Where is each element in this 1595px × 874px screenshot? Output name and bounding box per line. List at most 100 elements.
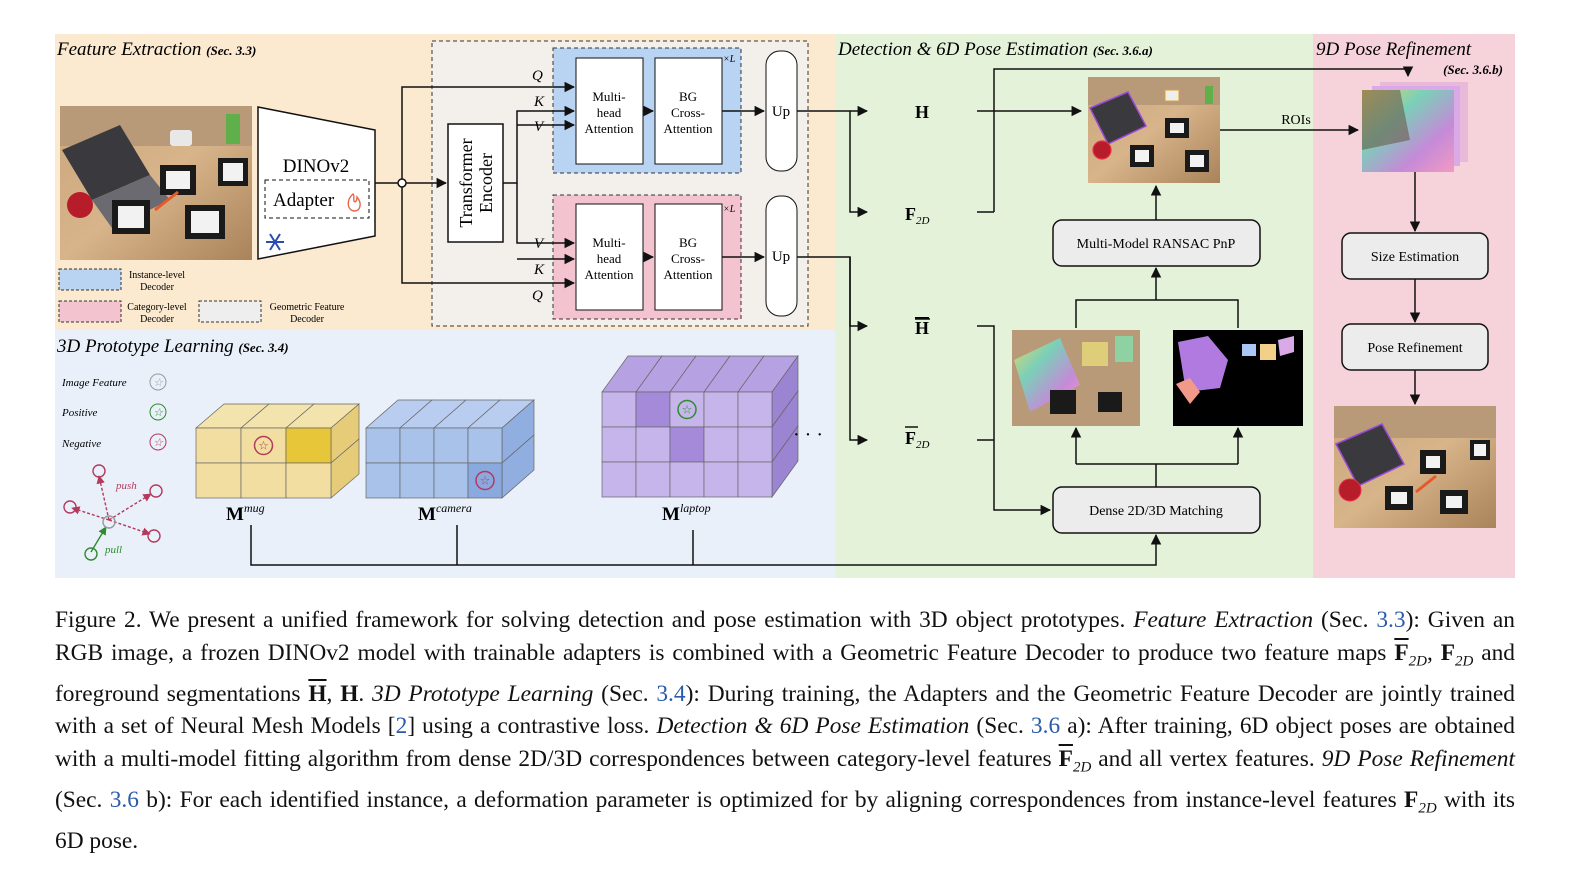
cube-front-cell <box>669 461 705 498</box>
cube-front-cell <box>285 427 332 464</box>
feature-marker-star: ☆ <box>480 474 491 488</box>
cube-front-cell <box>601 426 637 463</box>
svg-text:☆: ☆ <box>153 437 164 449</box>
svg-text:V: V <box>534 236 545 252</box>
category-up-label: Up <box>772 249 790 265</box>
cube-front-cell <box>433 427 469 464</box>
mug-prototype-label: Mmug <box>226 501 265 525</box>
feature-marker-star: ☆ <box>682 403 693 417</box>
segmentation-render-image <box>1173 330 1303 426</box>
prototype-learning-title: 3D Prototype Learning (Sec. 3.4) <box>56 336 289 357</box>
fbar2d-label: F2D <box>905 428 930 451</box>
svg-text:Q: Q <box>532 68 543 84</box>
f2d-label: F2D <box>905 204 930 227</box>
adapter-label: Adapter <box>273 190 335 211</box>
instance-mha-box <box>575 57 644 165</box>
cube-front-cell <box>365 427 401 464</box>
roi-stack-image <box>1362 82 1468 172</box>
nocs-render-image <box>1012 330 1140 426</box>
feature-connections <box>375 81 766 289</box>
ransac-pnp-label: Multi-Model RANSAC PnP <box>1077 237 1236 252</box>
cube-front-cell <box>601 461 637 498</box>
cube-front-cell <box>601 391 637 428</box>
refinement-title: 9D Pose Refinement <box>1316 39 1472 60</box>
feature-extraction-title: Feature Extraction (Sec. 3.3) <box>56 39 256 60</box>
svg-text:Negative: Negative <box>61 438 101 450</box>
snowflake-icon <box>266 233 284 251</box>
size-estimation-label: Size Estimation <box>1371 250 1459 265</box>
cube-front-cell <box>195 462 242 499</box>
category-up-block <box>765 195 798 317</box>
svg-text:Q: Q <box>532 288 543 304</box>
svg-text:K: K <box>533 94 545 110</box>
cube-front-cell <box>467 427 503 464</box>
category-mha-box <box>575 203 644 311</box>
ellipsis: · · · <box>793 424 823 446</box>
cube-front-cell <box>703 391 739 428</box>
cube-front-cell <box>737 426 773 463</box>
qkv-labels: Q K V V K Q <box>532 68 545 304</box>
cube-front-cell <box>240 462 287 499</box>
refinement-ref: (Sec. 3.6.b) <box>1443 62 1503 77</box>
instance-bg-box <box>654 57 723 165</box>
encoder-label: Encoder <box>476 153 496 213</box>
cube-front-cell <box>635 426 671 463</box>
svg-text:☆: ☆ <box>153 407 164 419</box>
push-label: push <box>115 480 137 492</box>
category-times-l: ×L <box>723 204 736 215</box>
laptop-prototype-label: Mlaptop <box>662 501 711 525</box>
svg-text:☆: ☆ <box>153 377 164 389</box>
cube-front-cell <box>635 461 671 498</box>
pose-refinement-label: Pose Refinement <box>1367 341 1462 356</box>
framework-diagram: Feature Extraction (Sec. 3.3) 3D Prototy… <box>55 34 1515 578</box>
cube-front-cell <box>195 427 242 464</box>
cube-front-cell <box>365 462 401 499</box>
cube-front-cell <box>467 462 503 499</box>
cube-front-cell <box>635 391 671 428</box>
feature-marker-icon <box>677 399 697 420</box>
adapter-box <box>264 179 370 219</box>
cube-front-cell <box>399 427 435 464</box>
instance-times-l: ×L <box>723 54 736 65</box>
laptop-prototype-cube: ☆ <box>601 354 799 499</box>
feature-marker-star: ☆ <box>258 439 269 453</box>
category-bg-box <box>654 203 723 311</box>
svg-text:V: V <box>534 119 545 135</box>
cube-front-cell <box>285 462 332 499</box>
final-result-image <box>1334 406 1496 528</box>
detection-title: Detection & 6D Pose Estimation (Sec. 3.6… <box>837 39 1153 60</box>
svg-text:Positive: Positive <box>61 407 98 419</box>
pull-label: pull <box>104 544 122 556</box>
cube-front-cell <box>669 426 705 463</box>
fire-icon <box>347 193 361 212</box>
instance-up-label: Up <box>772 104 790 120</box>
svg-text:K: K <box>533 262 545 278</box>
cube-front-cell <box>433 462 469 499</box>
cube-front-cell <box>737 461 773 498</box>
cube-front-cell <box>399 462 435 499</box>
cube-front-cell <box>703 461 739 498</box>
camera-prototype-label: Mcamera <box>418 501 472 525</box>
svg-text:Image Feature: Image Feature <box>61 377 127 389</box>
camera-prototype-cube: ☆ <box>365 399 535 499</box>
prototype-to-matching-connection <box>250 525 1162 566</box>
input-rgb-image <box>60 106 252 260</box>
dinov2-label: DINOv2 <box>283 156 350 177</box>
detection-result-image <box>1088 77 1220 183</box>
feature-marker-icon <box>475 470 495 491</box>
dense-matching-label: Dense 2D/3D Matching <box>1089 504 1223 519</box>
positive-icon <box>149 403 167 421</box>
mug-prototype-cube: ☆ <box>195 403 360 499</box>
h-label: H <box>915 102 929 122</box>
figure-caption: Figure 2. We present a unified framework… <box>55 607 1516 855</box>
transformer-label: Transformer <box>456 138 476 227</box>
contrastive-legend: Image Feature Positive Negative ☆ ☆ ☆ <box>61 373 167 451</box>
